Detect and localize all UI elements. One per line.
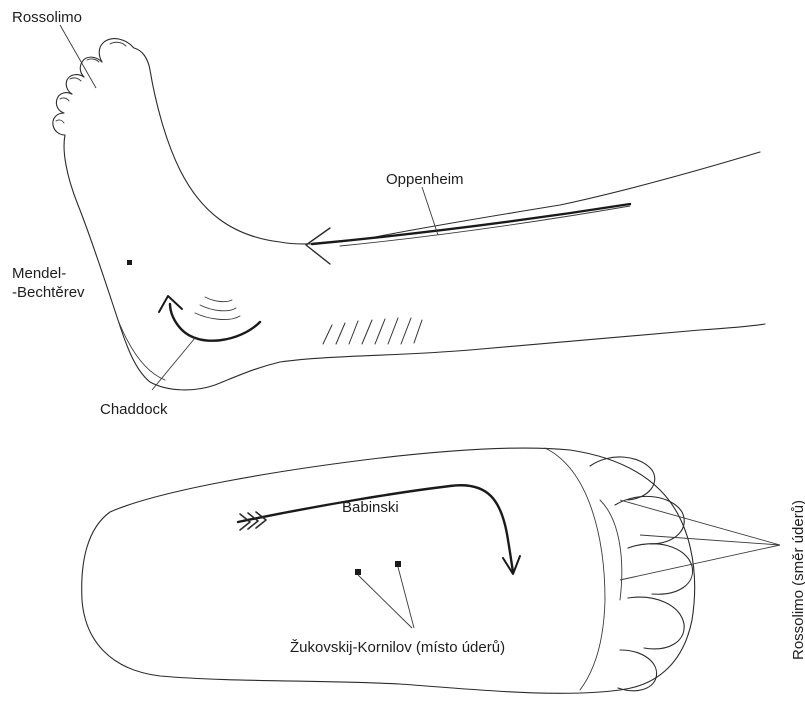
chaddock-label: Chaddock — [100, 401, 168, 418]
toenail — [60, 98, 69, 101]
zukovskij-leader-2 — [398, 567, 414, 628]
chaddock-arrow — [159, 296, 260, 341]
toe-pad-3 — [628, 544, 693, 595]
chaddock-leader — [152, 338, 195, 390]
sole-inner-line — [545, 448, 605, 690]
rossolimo-top-label: Rossolimo — [12, 9, 82, 26]
sole-crease — [600, 500, 622, 600]
rossolimo-side-label: Rossolimo (směr úderů) — [790, 500, 805, 660]
chaddock-stroke — [170, 304, 260, 341]
rossolimo-side-leader-3 — [620, 545, 780, 580]
toe-5 — [53, 113, 65, 135]
toenail — [87, 59, 99, 62]
lateral-foot-drawing — [53, 39, 765, 390]
oppenheim-stroke — [312, 204, 630, 244]
toenail — [56, 120, 64, 123]
zukovskij-point-1 — [355, 569, 361, 575]
zukovskij-leader-1 — [358, 575, 412, 628]
toe-4 — [56, 93, 72, 113]
zukovskij-label: Žukovskij-Kornilov (místo úderů) — [290, 639, 505, 656]
calf-hatching — [323, 318, 422, 344]
chaddock-arc — [205, 297, 232, 302]
leg-upper-contour — [134, 48, 760, 244]
mendel-label-line1: Mendel- — [12, 265, 66, 282]
heel-contour — [118, 320, 165, 380]
toe-pad-1 — [590, 457, 655, 500]
toenail — [110, 42, 126, 46]
toe-pad-4 — [628, 597, 684, 649]
oppenheim-arrow — [306, 204, 630, 264]
babinski-label: Babinski — [342, 499, 399, 516]
sole-outline — [82, 448, 695, 693]
chaddock-arc — [200, 305, 236, 311]
mendel-point — [127, 260, 132, 265]
toe-pad-5 — [618, 650, 657, 691]
toenail — [70, 78, 81, 81]
oppenheim-label: Oppenheim — [386, 171, 464, 188]
rossolimo-side-leader-1 — [620, 500, 780, 545]
plantar-foot-drawing — [82, 448, 695, 693]
chaddock-arc — [195, 313, 240, 320]
oppenheim-arrowhead — [306, 228, 330, 264]
oppenheim-stroke-2 — [340, 206, 630, 246]
toe-pad-2 — [615, 496, 684, 544]
mendel-label-line2: -Bechtěrev — [12, 284, 85, 301]
zukovskij-point-2 — [395, 561, 401, 567]
